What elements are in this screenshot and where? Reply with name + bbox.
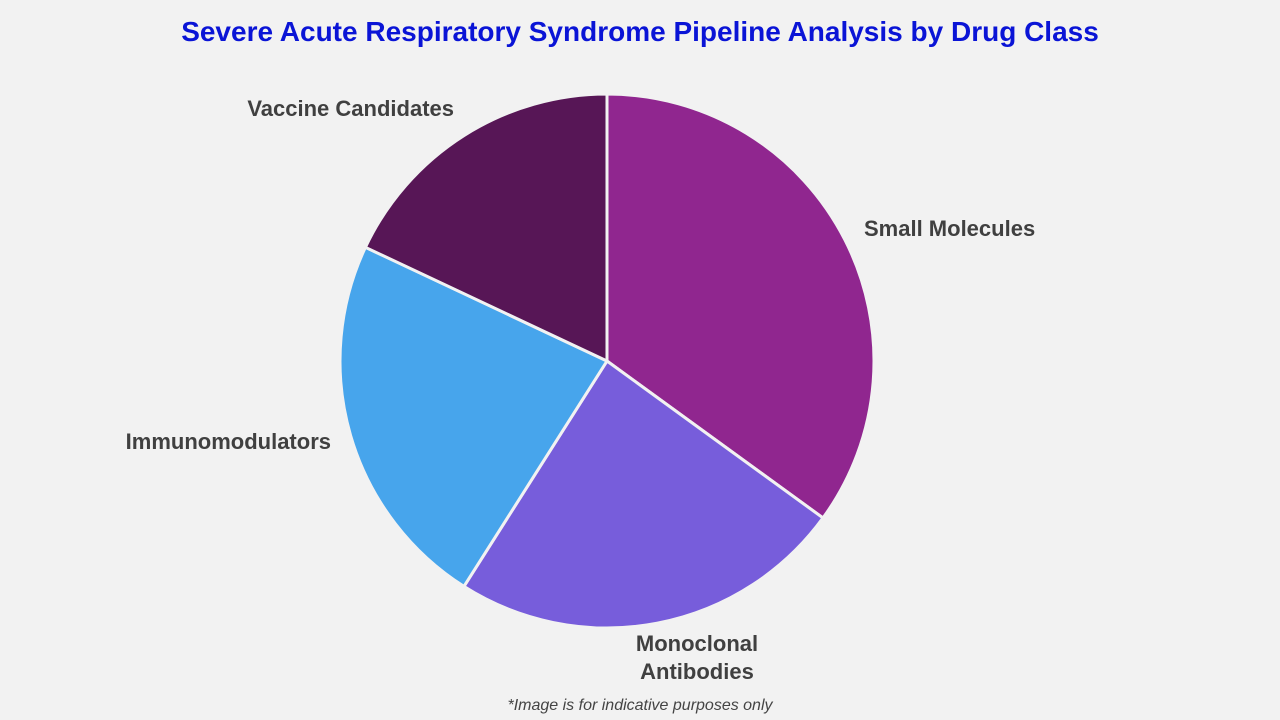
chart-title: Severe Acute Respiratory Syndrome Pipeli… [181,16,1099,47]
slice-label-immunomodulators: Immunomodulators [126,429,331,454]
pie-slice-monoclonal-antibodies [462,359,825,630]
pie-slice-immunomodulators [338,245,609,588]
slice-label-vaccine-candidates: Vaccine Candidates [247,96,454,121]
slice-label-small-molecules: Small Molecules [864,216,1035,241]
pie-slice-vaccine-candidates [363,92,609,363]
pie-slice-small-molecules [605,92,876,520]
footnote: *Image is for indicative purposes only [507,697,773,714]
